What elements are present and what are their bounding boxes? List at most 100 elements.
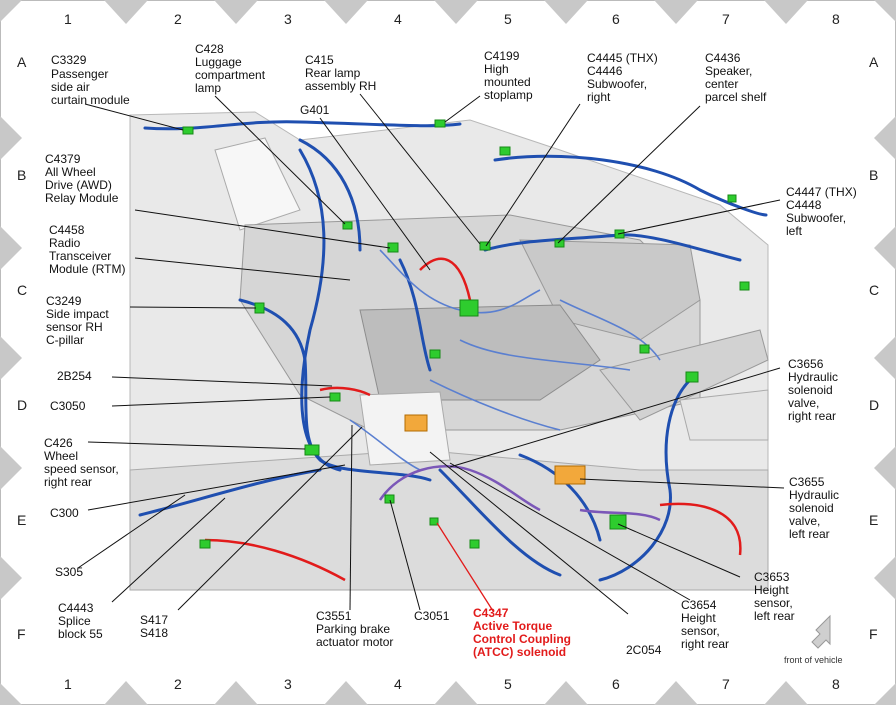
label-line: C426 (44, 436, 73, 450)
front-of-vehicle-arrow-icon (811, 614, 831, 649)
label-line: right rear (44, 475, 92, 489)
callout-c426: C426 Wheel speed sensor, right rear (44, 436, 119, 489)
row-label: C (17, 282, 27, 298)
label-line: left rear (754, 609, 795, 623)
callout-c3655: C3655 Hydraulic solenoid valve, left rea… (789, 475, 839, 541)
solenoid-c3655-body (554, 465, 586, 485)
callout-c4458: C4458 Radio Transceiver Module (RTM) (49, 223, 125, 276)
label-line: right rear (788, 409, 836, 423)
label-line: Speaker, (705, 64, 752, 78)
label-line: Passenger (51, 67, 108, 81)
label-line: Subwoofer, (786, 211, 846, 225)
connectors (182, 119, 750, 549)
label-line: Side impact (46, 307, 109, 321)
connector-2c054 (469, 539, 480, 549)
row-labels-left: A B C D E F (17, 54, 27, 642)
label-line: C3655 (789, 475, 825, 489)
vehicle-body-illustration (129, 111, 769, 591)
label-line: Transceiver (49, 249, 111, 263)
callout-c300: C300 (50, 506, 79, 520)
callout-c4447: C4447 (THX) C4448 Subwoofer, left (786, 185, 857, 238)
label-line: S418 (140, 626, 168, 640)
row-label: E (869, 512, 878, 528)
connector (499, 146, 511, 156)
label-line: solenoid (789, 501, 834, 515)
callout-c4199: C4199 High mounted stoplamp (484, 49, 533, 102)
callout-c3329: C3329 Passenger side air curtain module (51, 53, 130, 107)
col-label: 7 (722, 11, 730, 27)
label-line: C4436 (705, 51, 741, 65)
label-line: left rear (789, 527, 830, 541)
label-line: S305 (55, 565, 83, 579)
callout-s417: S417 S418 (140, 613, 168, 640)
callout-c428: C428 Luggage compartment lamp (195, 42, 266, 95)
label-line: S417 (140, 613, 168, 627)
connector-c4347 (429, 517, 439, 526)
callout-g401: G401 (300, 103, 330, 117)
callout-c4379: C4379 All Wheel Drive (AWD) Relay Module (45, 152, 119, 205)
label-line: left (786, 224, 803, 238)
callout-s305: S305 (55, 565, 83, 579)
col-label: 6 (612, 11, 620, 27)
label-line: C4347 (473, 606, 509, 620)
label-line: solenoid (788, 383, 833, 397)
label-line: Subwoofer, (587, 77, 647, 91)
label-line: C3329 (51, 53, 87, 67)
label-line: C4458 (49, 223, 85, 237)
solenoid-c3656-body (404, 414, 428, 432)
connector (429, 349, 441, 359)
connector-c4445 (479, 241, 491, 251)
label-line: G401 (300, 103, 330, 117)
label-line: 2B254 (57, 369, 92, 383)
label-line: right rear (681, 637, 729, 651)
label-line: lamp (195, 81, 221, 95)
row-label: D (17, 397, 27, 413)
connector-c4199 (434, 119, 446, 128)
callout-c415: C415 Rear lamp assembly RH (305, 53, 376, 93)
label-line: stoplamp (484, 88, 533, 102)
connector-c3050 (329, 392, 341, 402)
label-line: C3249 (46, 294, 82, 308)
callout-2c054: 2C054 (626, 643, 662, 657)
wiring-purple (378, 465, 661, 522)
label-line: C-pillar (46, 333, 84, 347)
label-line: C4446 (587, 64, 623, 78)
connector (739, 281, 750, 291)
connector (639, 344, 650, 354)
row-label: E (17, 512, 26, 528)
col-label: 1 (64, 11, 72, 27)
callout-c3654: C3654 Height sensor, right rear (681, 598, 729, 651)
row-label: B (869, 167, 878, 183)
row-labels-right: A B C D E F (869, 54, 879, 642)
column-labels-top: 1 2 3 4 5 6 7 8 (64, 11, 840, 27)
front-of-vehicle-label: front of vehicle (784, 655, 843, 665)
col-label: 1 (64, 676, 72, 692)
label-line: C3653 (754, 570, 790, 584)
label-line: C4448 (786, 198, 822, 212)
label-line: C3051 (414, 609, 450, 623)
row-label: C (869, 282, 879, 298)
label-line: valve, (788, 396, 819, 410)
label-line: right (587, 90, 611, 104)
label-line: C4199 (484, 49, 520, 63)
label-line: C4445 (THX) (587, 51, 658, 65)
callout-c3551: C3551 Parking brake actuator motor (316, 609, 393, 649)
callout-c4445: C4445 (THX) C4446 Subwoofer, right (587, 51, 658, 104)
label-line: C4443 (58, 601, 94, 615)
label-line: C428 (195, 42, 224, 56)
callout-c3051: C3051 (414, 609, 450, 623)
wiring-red (204, 257, 742, 582)
label-line: Active Torque (473, 619, 552, 633)
row-label: B (17, 167, 26, 183)
col-label: 8 (832, 11, 840, 27)
label-line: Module (RTM) (49, 262, 125, 276)
leader-lines (77, 93, 785, 615)
label-line: Wheel (44, 449, 78, 463)
label-line: Hydraulic (789, 488, 839, 502)
label-line: Control Coupling (473, 632, 571, 646)
label-line: C300 (50, 506, 79, 520)
label-line: mounted (484, 75, 531, 89)
label-line: speed sensor, (44, 462, 119, 476)
